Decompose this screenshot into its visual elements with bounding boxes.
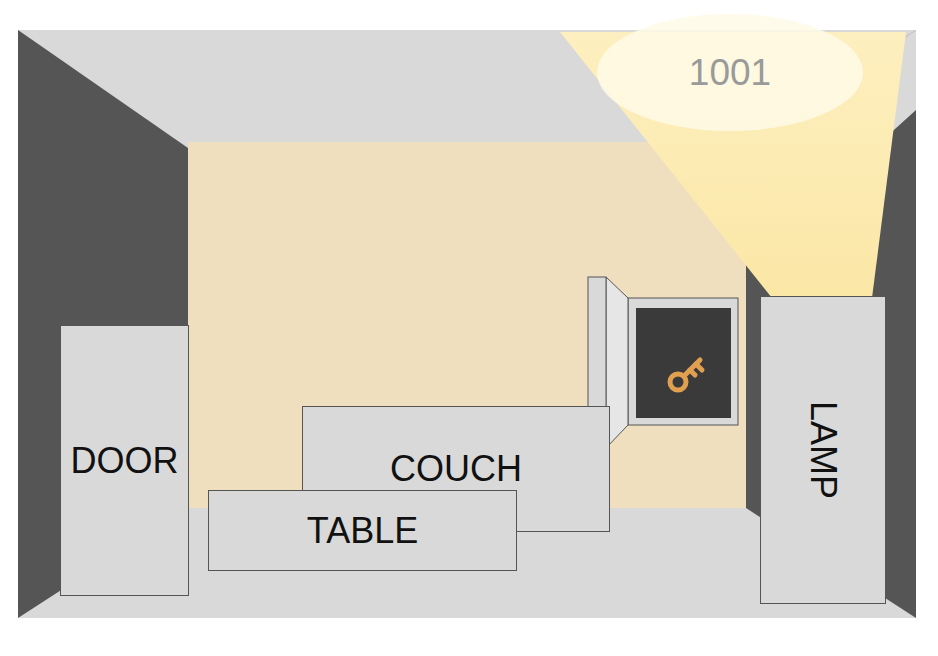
back-wall [188, 142, 746, 508]
table-box: TABLE [208, 490, 517, 571]
lamp-box: LAMP [760, 296, 886, 604]
object-label: TABLE [307, 513, 418, 549]
light-spot-label: 1001 [597, 14, 863, 131]
object-label: 1001 [689, 54, 771, 91]
object-label: DOOR [71, 443, 179, 479]
door-box: DOOR [60, 325, 189, 596]
key-icon [670, 360, 702, 390]
object-label: COUCH [390, 451, 522, 487]
object-label: LAMP [805, 401, 841, 499]
open-safe [588, 277, 738, 448]
left-wall [18, 30, 188, 618]
